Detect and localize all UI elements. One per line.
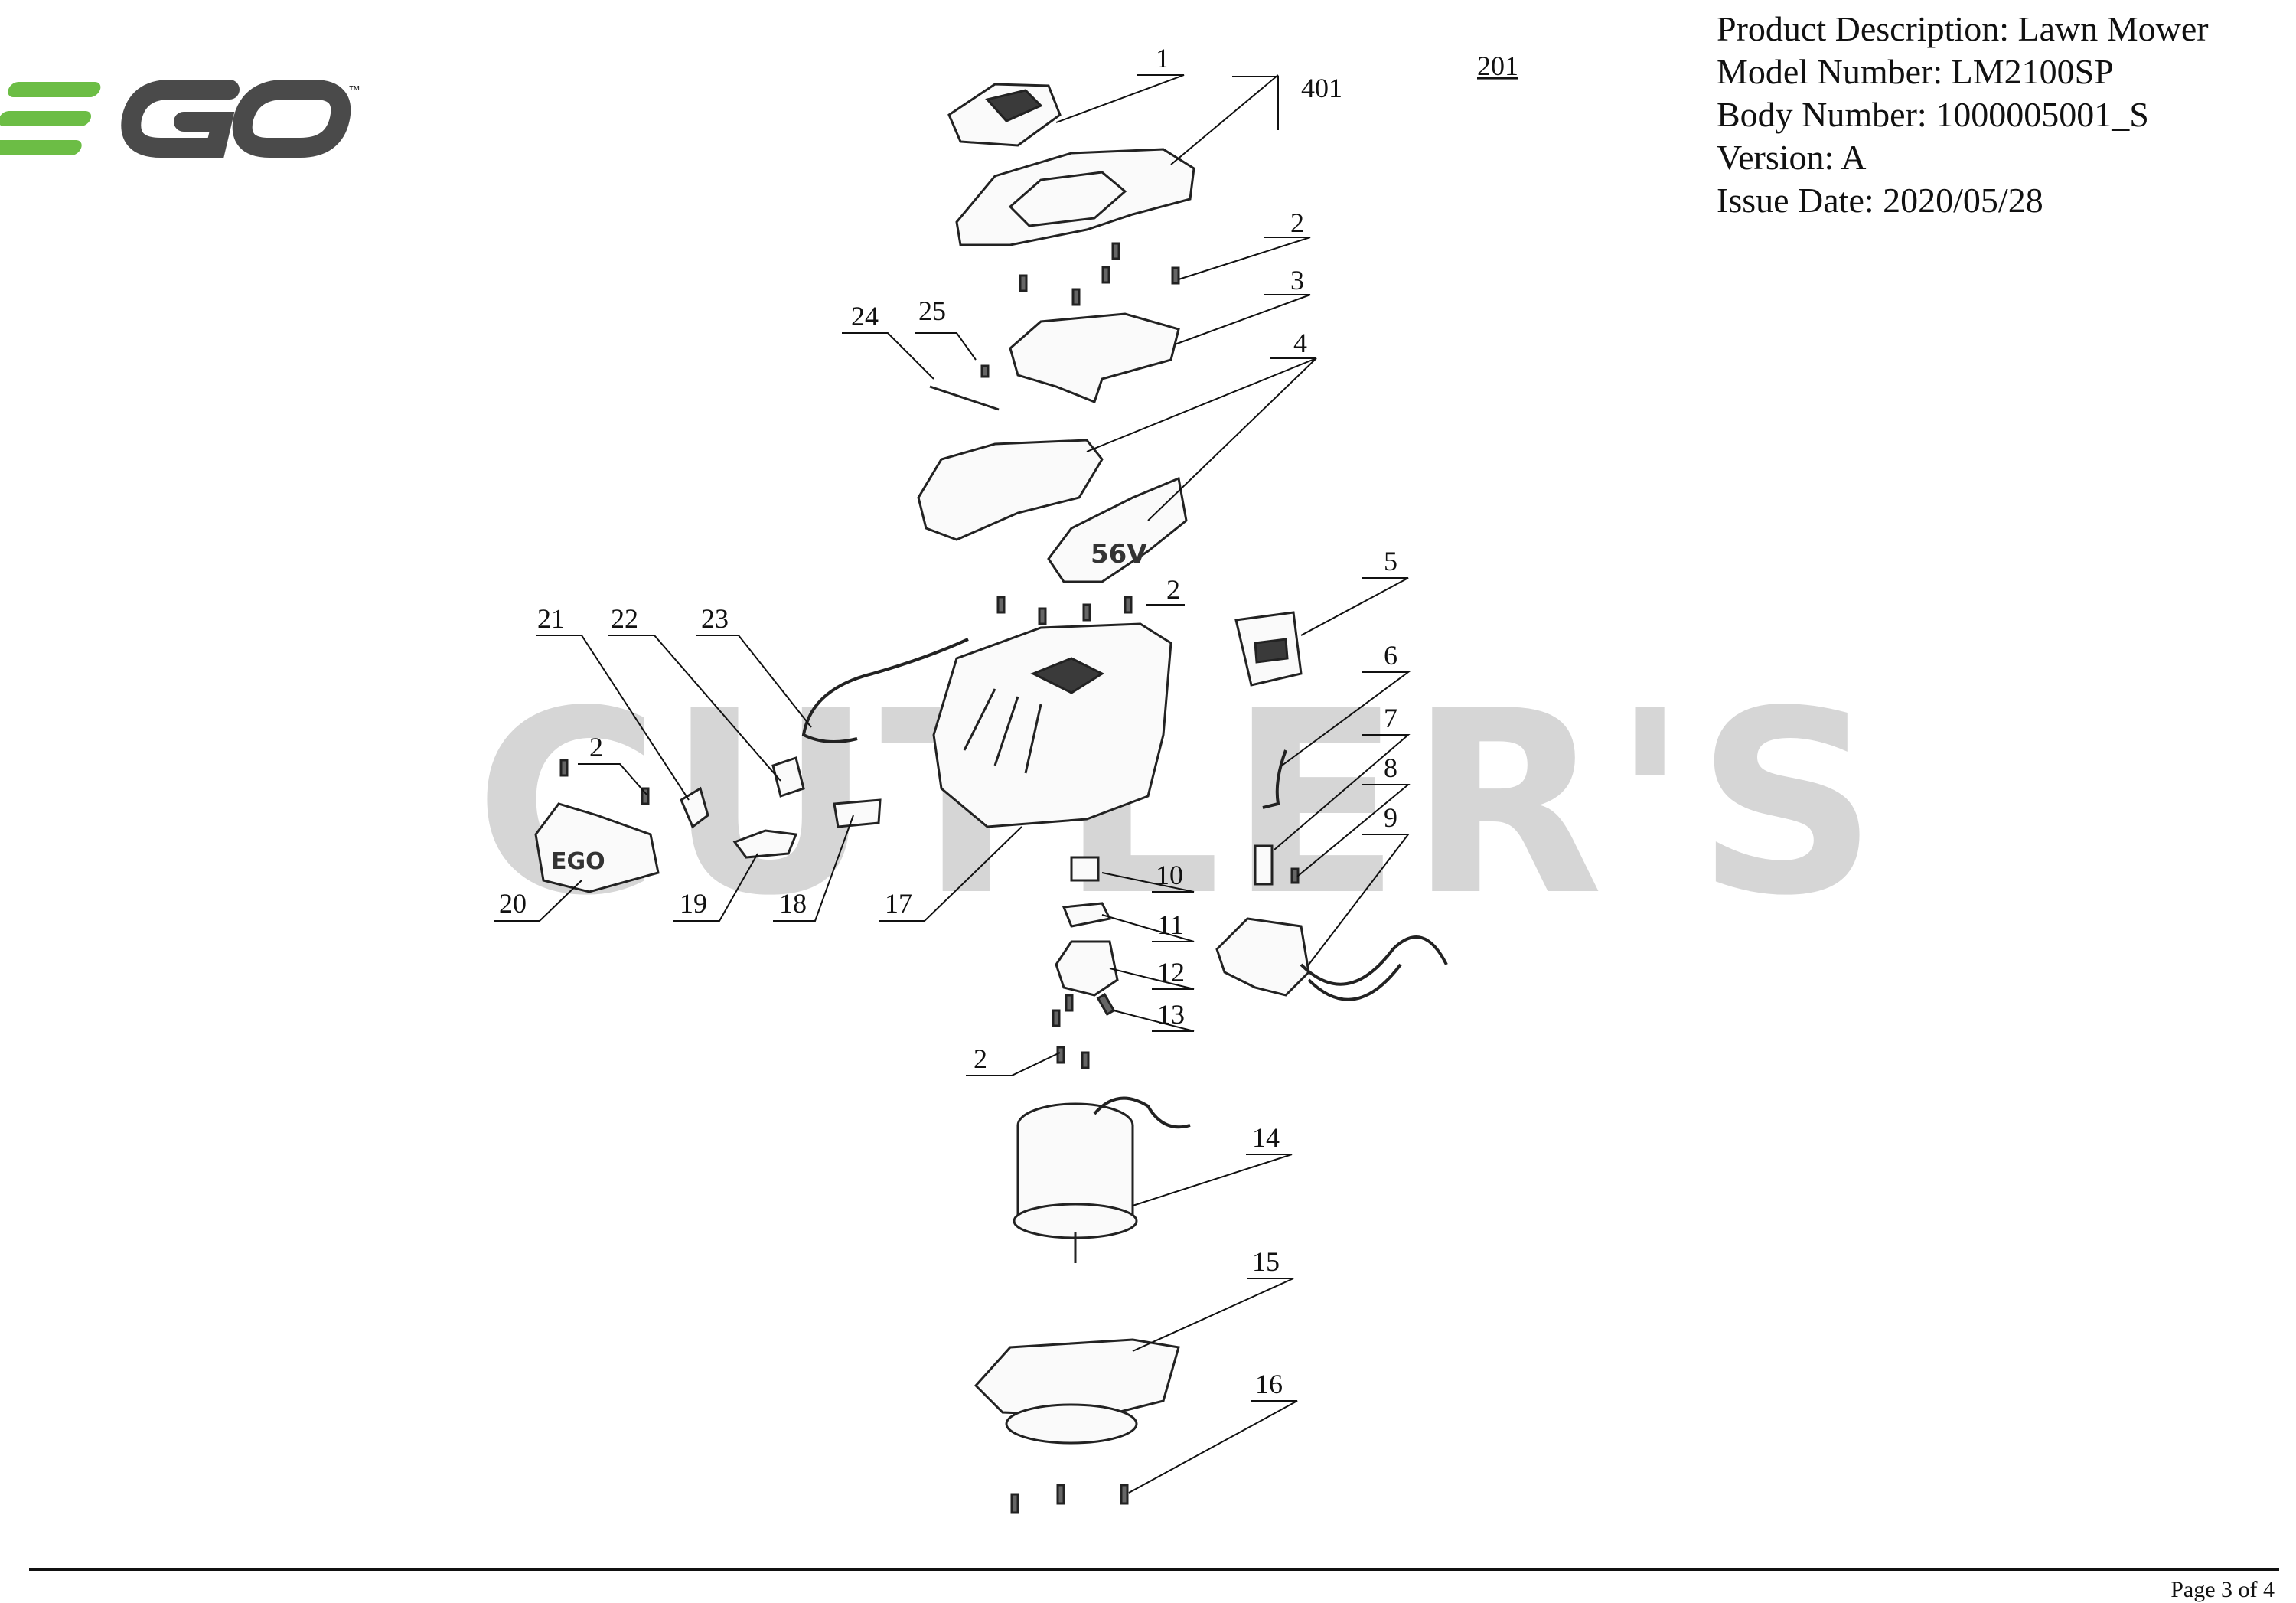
callout-18: 18 [779,888,807,919]
callout-13: 13 [1157,999,1185,1030]
callout-4: 4 [1293,328,1307,358]
part-battery-lid [947,83,1062,147]
callout-20: 20 [499,888,527,919]
part-3-bracket [1009,312,1180,403]
callout-11: 11 [1157,909,1184,940]
callout-9: 9 [1384,802,1397,833]
callout-22: 22 [611,603,638,634]
screws [559,242,1180,1514]
callout-12: 12 [1157,957,1185,988]
callout-19: 19 [680,888,707,919]
part-19 [732,829,798,859]
part-20-guard: EGO [534,802,660,893]
ego-logo: ™ [0,80,360,158]
callout-labels: 1 401 2 3 4 24 25 2 5 21 22 23 2 6 7 8 9… [499,43,1397,1399]
svg-text:EGO: EGO [551,848,605,875]
part-15-base [974,1338,1180,1445]
part-18 [833,798,882,828]
svg-text:™: ™ [348,84,360,97]
callout-16: 16 [1255,1369,1283,1399]
model-number: Model Number: LM2100SP [1717,52,2114,91]
sheet-ref: 201 [1477,51,1518,81]
version: Version: A [1717,138,1867,177]
part-13 [1096,993,1116,1016]
callout-6: 6 [1384,640,1397,671]
part-14-motor [1013,1096,1191,1263]
body-number: Body Number: 1000005001_S [1717,95,2149,134]
callout-2: 2 [589,732,603,762]
part-11 [1062,902,1112,928]
callout-5: 5 [1384,546,1397,576]
part-17-main-body [932,622,1172,828]
callout-1: 1 [1156,43,1169,73]
callout-24: 24 [851,301,879,331]
product-description: Product Description: Lawn Mower [1717,9,2209,48]
part-10 [1070,856,1100,882]
svg-text:56V: 56V [1091,539,1147,570]
callout-10: 10 [1156,860,1183,890]
product-info: Product Description: Lawn Mower Model Nu… [1717,8,2209,222]
callout-401: 401 [1301,73,1342,103]
callout-7: 7 [1384,703,1397,733]
callout-21: 21 [537,603,565,634]
callout-15: 15 [1252,1246,1280,1277]
page-number: Page 3 of 4 [2170,1577,2275,1602]
callout-8: 8 [1384,753,1397,783]
part-12 [1055,940,1119,997]
callout-14: 14 [1252,1122,1280,1153]
callout-17: 17 [885,888,912,919]
callout-23: 23 [701,603,729,634]
callout-leaders [494,74,1411,1494]
part-5-switch-box [1234,611,1303,687]
part-22 [771,756,805,798]
part-9-harness [1215,917,1448,1001]
callout-25: 25 [918,295,946,326]
part-top-housing [955,148,1195,246]
issue-date: Issue Date: 2020/05/28 [1717,181,2043,220]
footer-divider [29,1568,2279,1571]
part-4-housings: 56V [917,439,1188,583]
callout-2: 2 [1166,574,1180,605]
callout-2: 2 [1290,207,1304,238]
callout-3: 3 [1290,265,1304,295]
callout-2: 2 [974,1043,987,1074]
